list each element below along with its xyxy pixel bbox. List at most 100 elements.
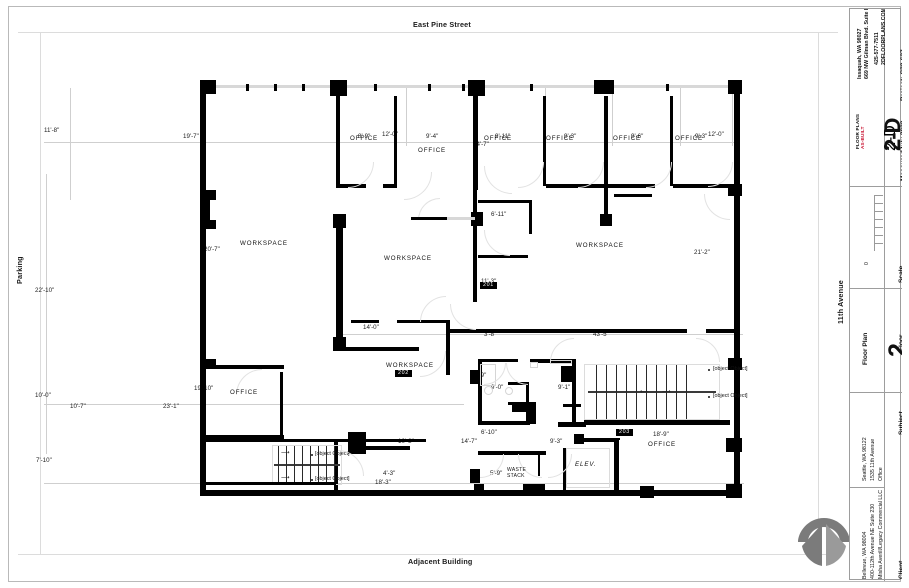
titleblock-logo-tagline-bottom: FLOOR PLANS: [855, 113, 860, 149]
room-label-elevator: ELEV.: [575, 461, 597, 468]
context-guide-left: [40, 32, 41, 555]
room-label-office-b: OFFICE: [418, 147, 447, 154]
scalebar-tick: [874, 243, 883, 244]
exterior-wall-south: [200, 490, 740, 496]
titleblock-client-line1: Misha Averill/Legacy Commercial LLC: [878, 489, 884, 579]
door-swing-office-a: [348, 162, 374, 188]
dim-line-bottom: [44, 483, 744, 484]
titleblock-client-line2: 400-112th Avenue NE Suite 230: [870, 503, 876, 579]
sw-stair-tread: [310, 446, 311, 484]
column-interior-3: [333, 214, 346, 228]
column-waste-1: [470, 469, 480, 483]
partition-vestibule-south: [558, 422, 586, 427]
titleblock-client-line3: Bellevue, WA 98004: [862, 531, 868, 579]
dim-line-lower: [44, 404, 464, 405]
titleblock-logo-cell: 2-D 2-D AS-BUILT FLOOR PLANS 2DFLOORPLAN…: [850, 9, 902, 187]
east-stair-arrow-left: ⟵: [640, 389, 649, 395]
partition-east-stair-south: [584, 420, 730, 425]
context-label-north-street: East Pine Street: [413, 20, 471, 29]
door-leaf-ws-east: [411, 217, 447, 220]
scalebar-tick: [874, 211, 883, 212]
partition-core-north-wall: [447, 329, 687, 333]
mullion-9: [666, 84, 669, 91]
column-vestibule-2: [512, 402, 534, 412]
context-guide-top: [18, 32, 838, 33]
titleblock-subject-line2: 1535 11th Avenue: [870, 438, 876, 481]
east-stair-dn-bullet: [708, 369, 710, 371]
scalebar-tick: [874, 235, 883, 236]
scalebar-spine: [874, 195, 875, 251]
titleblock-measured-label: Measured: [900, 150, 902, 181]
exterior-wall-west-bottom: [200, 366, 206, 494]
east-stair-tread: [646, 365, 647, 419]
titleblock-address-2: Issaquah, WA 98027: [857, 28, 863, 79]
drawing-canvas: East Pine Street Adjacent Building Parki…: [15, 14, 850, 574]
fixture-toilet-1: [505, 387, 513, 395]
sw-stair-tread: [302, 446, 303, 484]
door-swing-elev-lobby: [704, 194, 730, 220]
elevator-shaft-east: [614, 438, 619, 494]
partition-sw-stair-north: [206, 439, 426, 442]
titleblock-logo-tagline-top: AS-BUILT: [860, 126, 865, 149]
titleblock-project: Project: C20-627: [900, 49, 902, 101]
titleblock-scale-caption: Scale: [898, 265, 902, 283]
partition-stub-center: [604, 187, 608, 217]
titleblock-logo-mark-text: 2-D: [880, 118, 902, 151]
column-bot-1: [523, 484, 545, 496]
column-e1: [728, 184, 742, 196]
sw-stair-dn-bullet: [311, 479, 313, 481]
dim-top-h-2: 8'-9": [358, 133, 371, 140]
room-tag-201: 201: [480, 282, 497, 290]
dim-ext-top-4: [406, 88, 407, 146]
column-s1: [640, 486, 654, 498]
exterior-wall-east-upper: [734, 80, 740, 190]
titleblock-scale-value: 0: [864, 262, 870, 265]
partition-sw-mid: [366, 446, 410, 450]
east-stair-tread: [626, 365, 627, 419]
partition-workspace-west-spur: [343, 347, 375, 351]
partition-office-back-f: [673, 184, 728, 188]
dim-low-h-3: 9'-0": [491, 384, 504, 391]
scalebar-tick: [874, 219, 883, 220]
partition-restroom-south: [478, 421, 530, 425]
door-frame-ws-east: [447, 217, 475, 220]
partition-ws202-south: [375, 347, 419, 351]
room-tag-202: 202: [395, 370, 412, 378]
dim-bot-h-3: 9'-3": [550, 438, 563, 445]
room-label-office-se: OFFICE: [648, 441, 677, 448]
context-guide-right: [818, 32, 819, 555]
exterior-wall-west-lower: [200, 228, 206, 364]
east-stair-tread: [656, 365, 657, 419]
north-arrow-compass-icon: [794, 512, 854, 572]
dim-mid-h-2: 3'-8": [484, 331, 497, 338]
partition-restroom-north: [478, 359, 518, 362]
east-stair-tread: [636, 365, 637, 419]
partition-sw-office-north: [206, 365, 284, 369]
room-label-workspace-202: WORKSPACE: [386, 362, 434, 369]
dim-ext-top-1: [70, 88, 71, 146]
inner-room-east-wall: [529, 200, 532, 234]
dim-top-v-2: 12'-0": [382, 131, 398, 138]
dim-ext-top-2: [70, 142, 71, 200]
titleblock-subject-line3: Seattle, WA 98122: [862, 437, 868, 481]
dim-mid-h-1: 14'-0": [363, 324, 379, 331]
door-swing-stair-east: [696, 338, 720, 362]
partition-se-office-north: [618, 438, 620, 440]
partition-restroom-mid: [508, 382, 528, 385]
dim-line-top: [44, 142, 734, 143]
dim-mid-h-3: 43'-5": [593, 331, 609, 338]
partition-sw-office-south: [206, 435, 284, 439]
east-stair-tread: [616, 365, 617, 419]
door-swing-201: [450, 304, 476, 330]
partition-ws202-east: [446, 347, 450, 375]
column-restroom-2: [526, 402, 536, 424]
room-label-workspace-west: WORKSPACE: [240, 240, 288, 247]
titleblock-website: 2DFLOORPLANS.COM: [881, 9, 887, 65]
sw-stair-up-arrow: ⟶: [281, 450, 290, 456]
partition-office-a-east: [394, 96, 397, 188]
partition-sw-office-east: [280, 372, 283, 436]
dim-bot-v-3: 5'-9": [490, 470, 503, 477]
east-stair-rail: [588, 391, 716, 393]
exterior-wall-west-mid: [200, 190, 210, 228]
